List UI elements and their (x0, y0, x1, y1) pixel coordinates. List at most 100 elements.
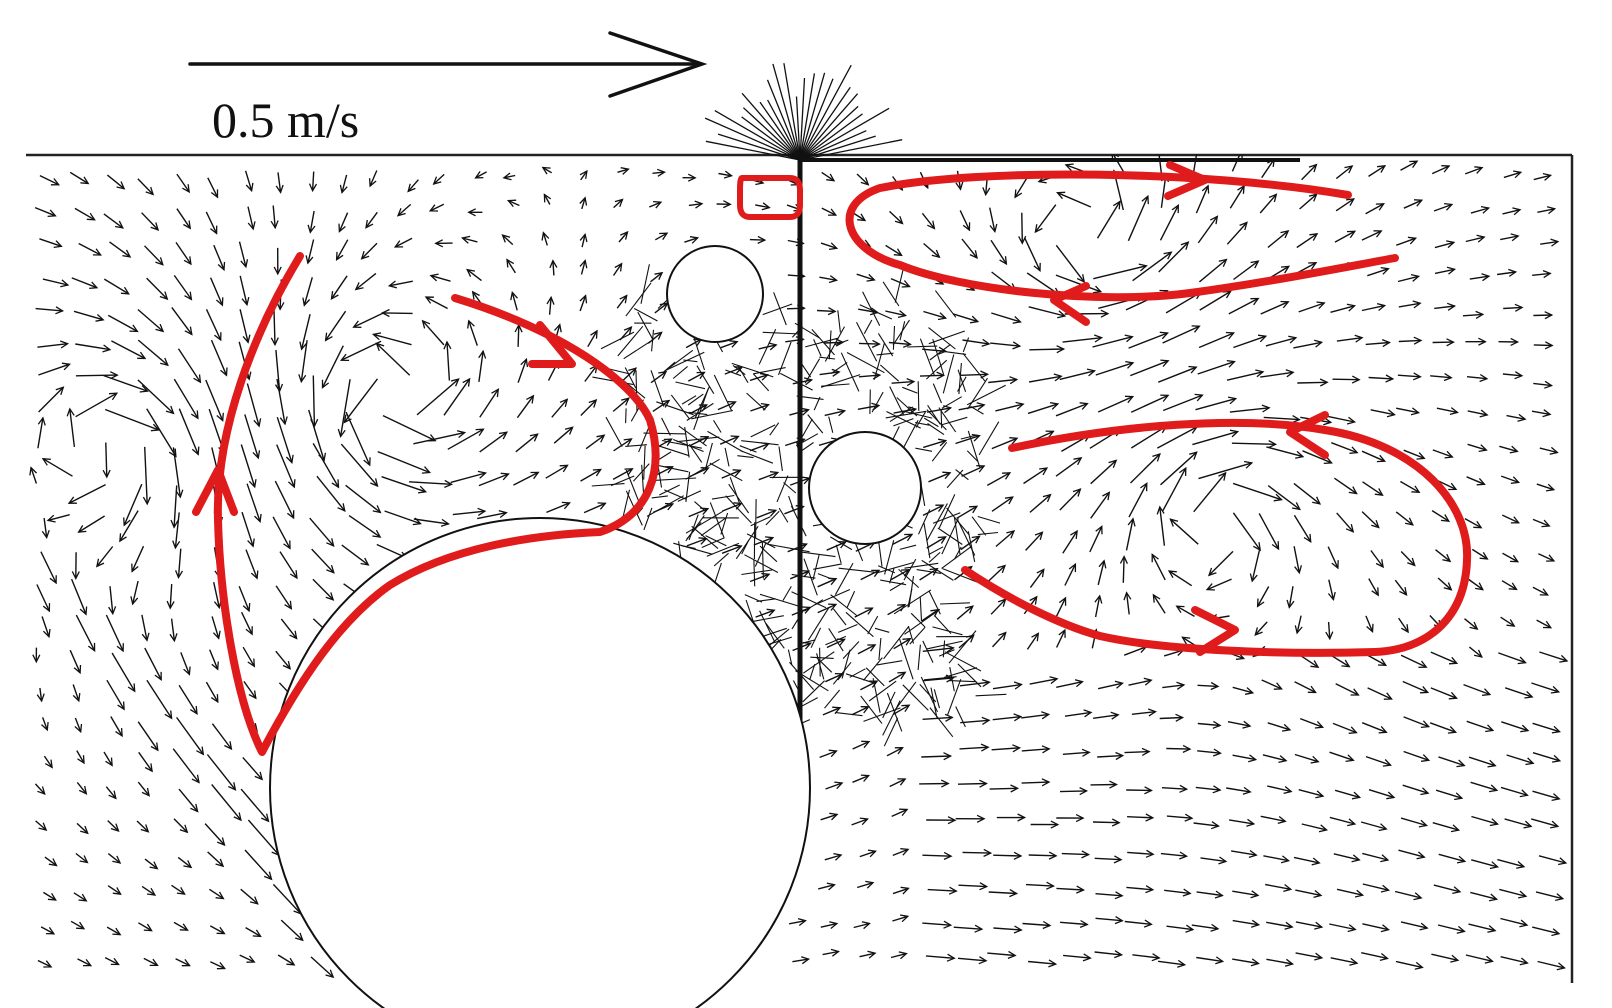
velocity-vector (1402, 680, 1429, 694)
velocity-vector-head (1295, 450, 1305, 459)
velocity-vector-head (273, 266, 282, 276)
velocity-vector-head (1325, 631, 1334, 641)
velocity-vector-head (1070, 529, 1078, 539)
velocity-vector (892, 887, 909, 895)
velocity-vector (898, 568, 920, 589)
velocity-vector (1161, 787, 1187, 790)
velocity-vector (711, 494, 735, 500)
velocity-vector (1028, 854, 1057, 857)
velocity-vector-head (979, 779, 988, 788)
velocity-vector-head (1093, 285, 1103, 294)
velocity-vector (1208, 550, 1234, 576)
velocity-vector (822, 707, 841, 716)
velocity-vector (1298, 789, 1324, 797)
curved-inflow-arrowhead (528, 321, 576, 368)
velocity-vector (542, 232, 548, 246)
velocity-vector-head (275, 184, 284, 194)
velocity-vector-head (214, 332, 222, 342)
velocity-vector-head (474, 171, 484, 179)
velocity-vector-head (1376, 454, 1387, 463)
velocity-vector (877, 333, 894, 357)
velocity-vector (926, 503, 948, 542)
velocity-vector (882, 281, 900, 307)
velocity-vector (1436, 407, 1458, 414)
velocity-vector (1365, 203, 1385, 215)
velocity-vector (1164, 889, 1191, 895)
velocity-vector-head (1377, 658, 1388, 666)
velocity-vector (1395, 511, 1414, 526)
velocity-vector (749, 374, 768, 382)
velocity-vector (245, 549, 258, 579)
velocity-vector (991, 437, 1018, 450)
velocity-vector (928, 330, 965, 345)
velocity-vector-head (150, 742, 159, 752)
velocity-vector-head (1488, 893, 1499, 902)
velocity-vector-head (1056, 191, 1066, 200)
velocity-vector-head (240, 259, 249, 269)
velocity-vector-head (477, 507, 487, 516)
velocity-vector (610, 475, 635, 487)
velocity-vector-head (937, 438, 948, 447)
velocity-vector (892, 325, 896, 350)
velocity-vector-head (165, 405, 175, 415)
velocity-vector (923, 523, 931, 559)
velocity-vector (722, 502, 742, 512)
velocity-vector-head (108, 606, 117, 616)
velocity-vector (1533, 344, 1553, 347)
velocity-vector (919, 568, 938, 581)
velocity-vector-head (283, 540, 291, 550)
velocity-vector (898, 638, 914, 680)
velocity-vector (975, 693, 1007, 697)
velocity-vector (178, 684, 198, 715)
velocity-vector (1166, 925, 1193, 931)
velocity-vector-head (1346, 416, 1357, 425)
velocity-vector (1124, 750, 1150, 754)
velocity-vector-head (155, 257, 164, 266)
obstacles (269, 245, 922, 1008)
velocity-vector-head (727, 400, 737, 409)
velocity-vector (613, 198, 623, 209)
jet-vector (799, 135, 876, 161)
velocity-vector (1029, 348, 1064, 351)
velocity-vector-head (1480, 205, 1491, 214)
velocity-vector (687, 393, 704, 406)
velocity-vector-head (1152, 593, 1161, 603)
velocity-vector (907, 588, 913, 608)
velocity-vector-head (241, 296, 250, 307)
velocity-vector-head (183, 860, 193, 869)
velocity-vector (1256, 586, 1270, 607)
velocity-vector (1097, 395, 1134, 413)
velocity-vector-head (1248, 754, 1258, 763)
velocity-vector-head (1519, 919, 1529, 928)
velocity-vector (1131, 711, 1156, 715)
velocity-vector-head (1124, 395, 1135, 404)
velocity-vector (1260, 815, 1286, 822)
velocity-vector (1471, 548, 1488, 560)
velocity-vector (75, 614, 96, 652)
velocity-vector-head (964, 605, 974, 614)
velocity-vector (832, 661, 852, 685)
velocity-vector-head (1076, 885, 1085, 894)
velocity-vector (875, 561, 914, 574)
velocity-vector (1034, 204, 1057, 233)
velocity-vector-head (1250, 260, 1260, 269)
velocity-vector (340, 443, 379, 487)
velocity-vector (583, 502, 606, 514)
velocity-vector (750, 516, 771, 527)
velocity-vector (1262, 754, 1287, 762)
velocity-vector (143, 957, 158, 967)
velocity-vector-head (116, 181, 126, 190)
velocity-vector-head (1475, 310, 1485, 319)
velocity-vector (852, 774, 869, 783)
velocity-vector-head (360, 557, 370, 566)
velocity-vector (312, 375, 316, 427)
velocity-vector-head (1140, 482, 1148, 492)
velocity-vector-head (579, 169, 588, 179)
velocity-vector-head (1144, 786, 1153, 795)
jet-vector (799, 64, 852, 161)
velocity-vector (141, 885, 156, 896)
velocity-vector-head (1288, 335, 1298, 344)
velocity-vector (1295, 952, 1322, 959)
velocity-vector (725, 369, 742, 377)
velocity-vector-head (828, 208, 838, 216)
